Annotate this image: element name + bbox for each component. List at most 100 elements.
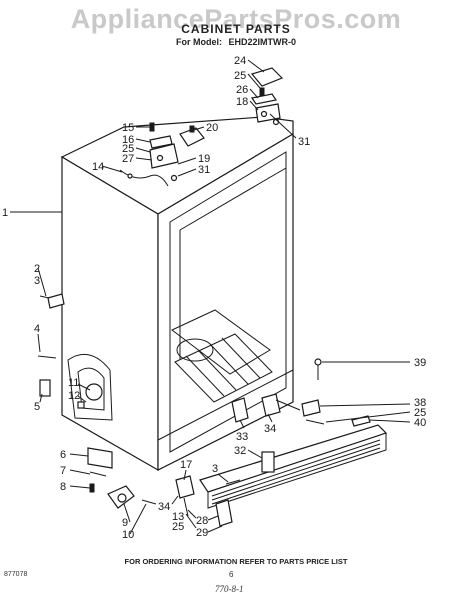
callout-number: 38 [414,397,426,409]
model-label: For Model: [175,37,222,47]
callout-number: 12 [68,390,80,402]
leader-line [69,453,89,457]
base-edge [157,369,294,441]
leader-line [249,100,259,111]
callout-number: 27 [122,153,134,165]
leader-line [183,469,187,481]
wire-clip [127,173,133,179]
ordering-note: FOR ORDERING INFORMATION REFER TO PARTS … [124,557,348,566]
callout-number: 17 [180,459,192,471]
callout-number: 9 [122,517,128,529]
callout-number: 6 [60,449,66,461]
callout-number: 16 [122,134,134,146]
leader-line [193,126,205,131]
inner-back-edge [179,167,287,231]
diagram-title: CABINET PARTS [181,22,291,36]
callout-number: 31 [198,164,210,176]
leader-line [247,59,265,73]
leader-line [247,73,261,89]
roller-bracket [261,393,281,417]
duct-opening [176,338,214,362]
screw [89,483,95,493]
callout-number: 39 [414,357,426,369]
lower-right-parts [231,358,371,427]
leader-line [217,473,229,483]
leader-line [129,503,147,535]
cabinet-body [60,116,294,472]
screw [141,499,157,505]
anti-tip-bracket [215,499,233,527]
screw [305,419,325,425]
grille-clip [261,451,275,473]
grille-slot [211,439,381,497]
leader-line [39,393,43,403]
hinge-screw [259,87,265,97]
callout-number: 3 [212,463,218,475]
callout-number: 34 [158,501,170,513]
leader-line [123,503,131,523]
callout-number: 15 [122,122,134,134]
toe-grille [199,424,388,509]
callout-number: 34 [264,423,276,435]
callout-number: 10 [122,529,134,541]
screw [37,355,57,359]
grille-slot [211,447,381,505]
callout-numbers: 24 25 26 18 31 15 16 25 27 20 19 31 14 1… [2,55,426,541]
hinge-hole [156,154,164,162]
model-number: EHD22IMTWR-0 [228,37,297,47]
catalog-number: 877078 [4,571,28,578]
leader-line [77,395,87,403]
leader-line [187,509,197,519]
model-line: For Model: EHD22IMTWR-0 [0,37,472,47]
roller-wheel [117,493,127,503]
callout-number: 25 [122,143,134,155]
fastener [77,401,85,409]
callout-number: 2 [34,263,40,275]
callout-number: 19 [198,153,210,165]
compressor-bracket [77,367,105,411]
grille-slat [185,355,225,397]
callout-number: 20 [206,122,218,134]
leader-line [135,138,151,143]
leader-line [69,469,91,475]
leveling-leg-bracket [175,475,195,499]
upper-right-hinge [250,67,297,139]
callout-number: 13 [172,511,184,523]
floor-grille [174,333,273,403]
leveling-leg [183,497,189,517]
callout-number: 32 [234,445,246,457]
upper-left-hinge [119,122,205,187]
leader-line [269,113,297,139]
leader-line [239,419,245,429]
grille-slat [197,349,237,391]
revision-code: 770-8-1 [215,584,244,594]
leader-line [69,485,91,489]
leader-line [249,88,259,99]
leader-line [207,515,219,521]
callout-number: 31 [298,136,310,148]
leader-line [77,383,91,391]
bracket [47,293,65,309]
leader-line [275,399,301,411]
leader-line [37,333,41,353]
callout-number: 25 [172,521,184,533]
leader-line [247,449,263,459]
toe-grille-face [207,433,387,509]
leveling-bracket [301,399,321,417]
pulley-part [85,383,103,401]
leg-bracket [87,447,113,469]
callout-number: 18 [236,96,248,108]
hinge-bracket [149,143,179,169]
callout-number: 8 [60,481,66,493]
hinge-cover [250,67,284,87]
callout-number: 29 [196,527,208,539]
cabinet-front-frame [157,132,294,471]
floor-panel [171,309,271,375]
leader-line [101,165,123,173]
leader-line [369,419,411,423]
leader-line [207,525,223,533]
page-number: 6 [229,570,234,579]
hinge-pin [189,125,195,133]
callout-number: 5 [34,401,40,413]
